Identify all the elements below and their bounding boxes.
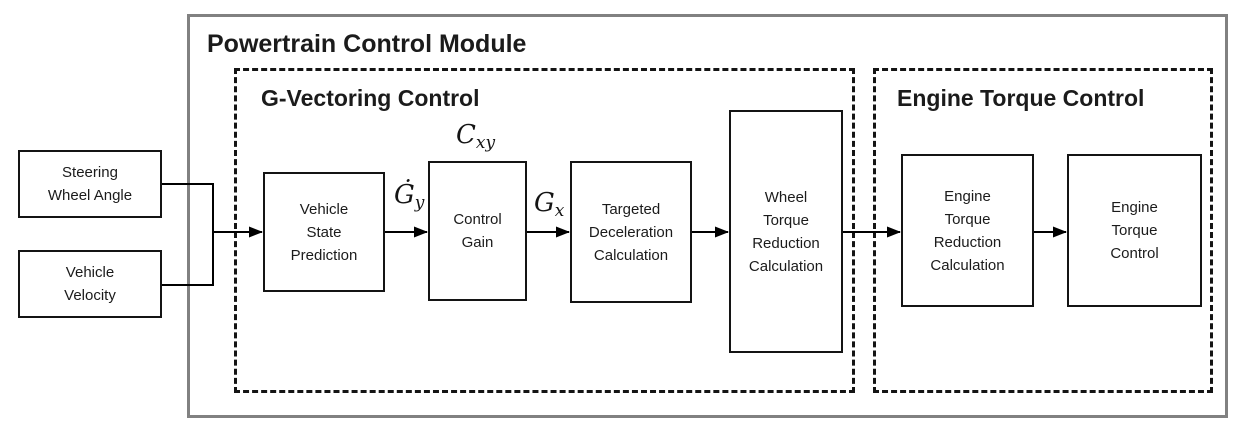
signal-subscript: x: [554, 201, 565, 221]
powertrain-module-box: [187, 14, 1228, 418]
signal-label-c-xy: Cxy: [456, 120, 495, 152]
block-vehicle-state-prediction: Vehicle State Prediction: [263, 172, 385, 292]
engine-torque-group-box: [873, 68, 1213, 393]
signal-subscript: xy: [475, 133, 496, 153]
g-vectoring-group-box: [234, 68, 855, 393]
block-wheel-torque-reduction-calculation: Wheel Torque Reduction Calculation: [729, 110, 843, 353]
signal-base: G: [534, 188, 555, 218]
block-label: Wheel Torque Reduction Calculation: [748, 188, 824, 275]
block-engine-torque-reduction-calculation: Engine Torque Reduction Calculation: [901, 154, 1034, 307]
module-title: Powertrain Control Module: [207, 30, 527, 58]
block-label: Engine Torque Control: [1110, 199, 1159, 262]
signal-base: Ġ: [394, 180, 415, 210]
signal-label-g-x: Gx: [534, 188, 564, 220]
block-label: Vehicle State Prediction: [290, 200, 358, 264]
block-label: Targeted Deceleration Calculation: [588, 200, 674, 264]
block-vehicle-velocity: Vehicle Velocity: [18, 250, 162, 318]
block-engine-torque-control: Engine Torque Control: [1067, 154, 1202, 307]
g-vectoring-group-title: G-Vectoring Control: [261, 85, 480, 111]
block-label: Engine Torque Reduction Calculation: [930, 187, 1005, 274]
block-control-gain: Control Gain: [428, 161, 527, 301]
block-label: Steering Wheel Angle: [47, 164, 133, 204]
block-steering-wheel-angle: Steering Wheel Angle: [18, 150, 162, 218]
signal-base: C: [456, 120, 476, 150]
engine-torque-group-title: Engine Torque Control: [897, 85, 1145, 111]
block-label: Vehicle Velocity: [64, 264, 116, 304]
signal-subscript: y: [414, 193, 425, 213]
block-targeted-deceleration-calculation: Targeted Deceleration Calculation: [570, 161, 692, 303]
signal-label-gdot-y: Ġy: [394, 180, 424, 212]
block-label: Control Gain: [453, 211, 502, 251]
